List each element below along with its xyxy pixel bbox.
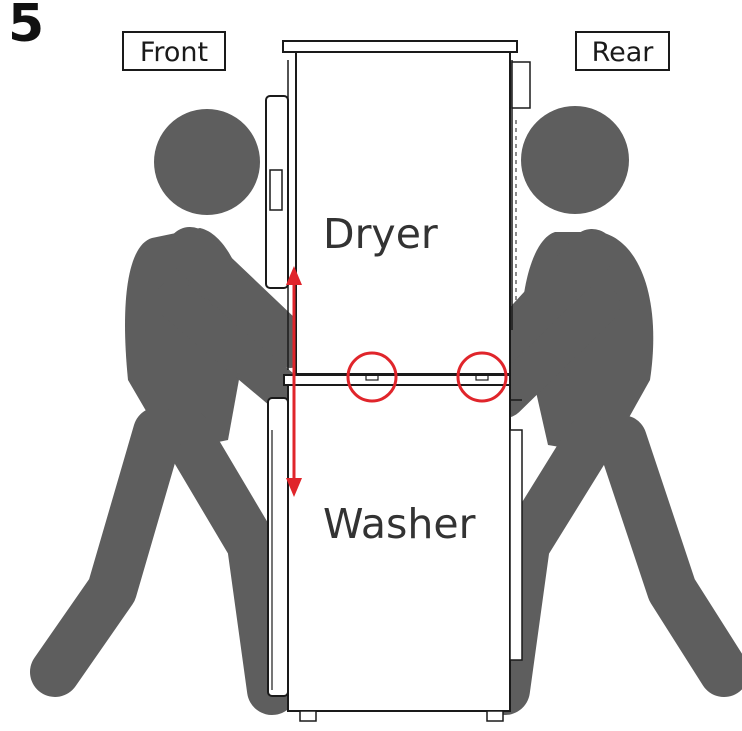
step-number: 5 <box>8 0 45 54</box>
rear-person-icon <box>479 106 742 715</box>
front-label: Front <box>122 31 226 71</box>
dryer-unit <box>265 40 531 375</box>
circle-highlight-icon <box>456 351 508 403</box>
dryer-label: Dryer <box>323 210 438 258</box>
front-person-icon <box>30 109 313 715</box>
circle-highlight-icon <box>346 351 398 403</box>
stacked-appliances <box>265 40 531 722</box>
double-arrow-icon <box>286 266 302 497</box>
washer-label: Washer <box>323 500 476 548</box>
rear-label: Rear <box>575 31 670 71</box>
washer-unit <box>267 384 523 722</box>
